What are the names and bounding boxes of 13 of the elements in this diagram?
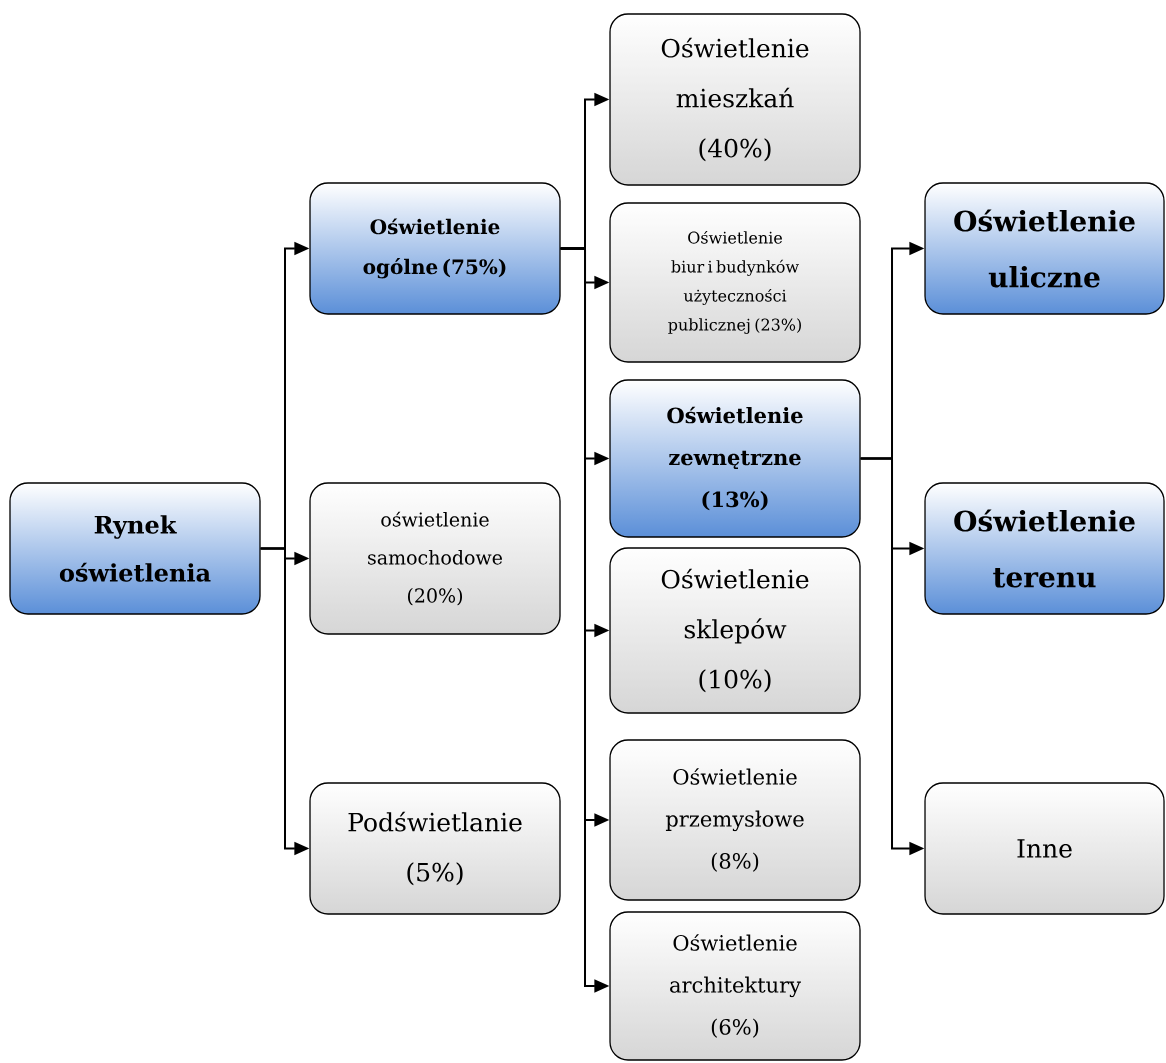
category-box: Oświetlenie mieszkań (40%) <box>609 13 861 186</box>
category-box: Oświetlenie architektury (6%) <box>609 911 861 1061</box>
category-box: Oświetlenie uliczne <box>924 182 1165 315</box>
category-box: Oświetlenie przemysłowe (8%) <box>609 739 861 901</box>
category-box: Oświetlenie terenu <box>924 482 1165 615</box>
category-box: Podświetlanie (5%) <box>309 782 561 915</box>
category-box: Oświetlenie zewnętrzne (13%) <box>609 379 861 538</box>
category-box: Oświetlenie ogólne (75%) <box>309 182 561 315</box>
category-box: Inne <box>924 782 1165 915</box>
category-box: Oświetlenie biur i budynków użyteczności publicznej (23%) <box>609 202 861 363</box>
category-box: Oświetlenie sklepów (10%) <box>609 547 861 714</box>
category-box: oświetlenie samochodowe (20%) <box>309 482 561 635</box>
category-box: Rynek oświetlenia <box>9 482 261 615</box>
